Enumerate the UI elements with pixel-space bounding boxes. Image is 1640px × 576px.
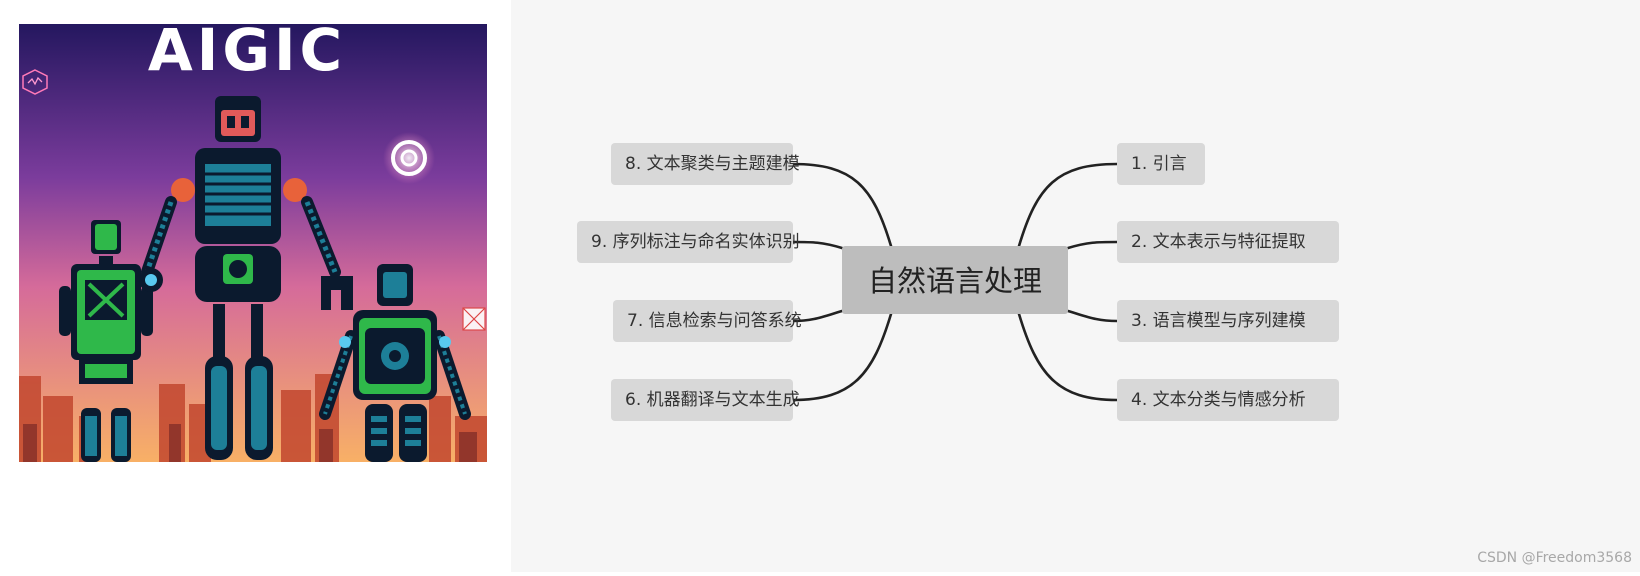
mindmap-canvas: 自然语言处理 1. 引言 2. 文本表示与特征提取 3. 语言模型与序列建模 4… (511, 0, 1640, 572)
aigic-illustration: AIGIC (19, 24, 511, 484)
poster-title: AIGIC (148, 24, 346, 84)
branch-node-right-1[interactable]: 2. 文本表示与特征提取 (1117, 221, 1339, 263)
edge-right-3 (1017, 312, 1119, 402)
logo-badge-icon (22, 69, 48, 95)
edge-left-3 (791, 312, 893, 402)
branch-label: 2. 文本表示与特征提取 (1131, 232, 1306, 252)
mindmap-background (511, 0, 1640, 572)
edge-right-2 (1066, 309, 1119, 323)
mindmap-edges (791, 162, 1119, 402)
branch-node-left-0[interactable]: 8. 文本聚类与主题建模 (611, 143, 800, 185)
branch-label: 4. 文本分类与情感分析 (1131, 390, 1306, 410)
robot-illustration-svg: AIGIC (19, 24, 487, 462)
branch-node-left-2[interactable]: 7. 信息检索与问答系统 (613, 300, 802, 342)
branch-node-right-3[interactable]: 4. 文本分类与情感分析 (1117, 379, 1339, 421)
short-robot (319, 264, 471, 462)
branch-label: 8. 文本聚类与主题建模 (625, 154, 800, 174)
edge-left-2 (791, 309, 844, 323)
edge-right-0 (1017, 162, 1119, 248)
branch-label: 1. 引言 (1131, 154, 1187, 174)
tall-robot (139, 96, 353, 460)
branch-node-right-0[interactable]: 1. 引言 (1117, 143, 1205, 185)
branch-label: 9. 序列标注与命名实体识别 (591, 232, 800, 252)
broken-image-icon (462, 307, 486, 331)
green-robot (59, 220, 153, 462)
branch-node-left-3[interactable]: 6. 机器翻译与文本生成 (611, 379, 800, 421)
mindmap-svg: 自然语言处理 1. 引言 2. 文本表示与特征提取 3. 语言模型与序列建模 4… (511, 0, 1640, 572)
edge-left-1 (791, 240, 844, 250)
branch-node-right-2[interactable]: 3. 语言模型与序列建模 (1117, 300, 1339, 342)
branch-label: 3. 语言模型与序列建模 (1131, 311, 1306, 331)
edge-left-0 (791, 162, 893, 248)
central-topic[interactable]: 自然语言处理 (842, 246, 1068, 314)
branch-label: 7. 信息检索与问答系统 (627, 311, 802, 331)
branch-label: 6. 机器翻译与文本生成 (625, 390, 800, 410)
edge-right-1 (1066, 240, 1119, 250)
central-topic-label: 自然语言处理 (868, 264, 1042, 298)
watermark: CSDN @Freedom3568 (1477, 550, 1632, 566)
target-icon (383, 132, 435, 184)
branch-node-left-1[interactable]: 9. 序列标注与命名实体识别 (577, 221, 800, 263)
